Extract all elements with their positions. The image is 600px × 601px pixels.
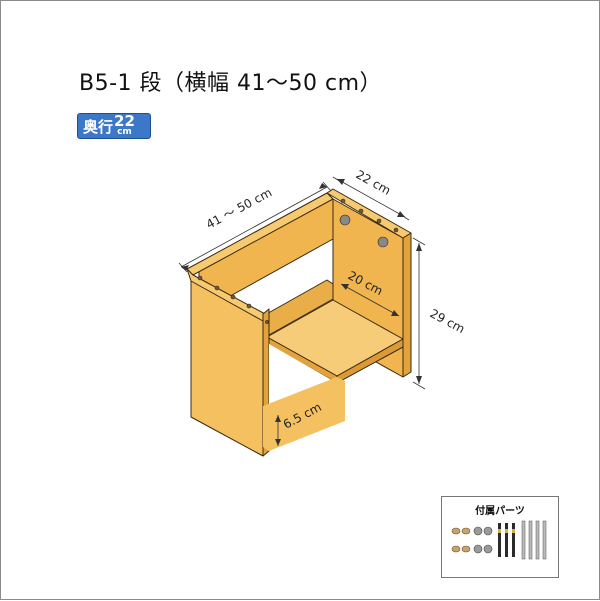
depth-badge-number: 22 cm	[114, 112, 135, 137]
hole	[265, 320, 269, 324]
left-panel-front	[190, 274, 264, 457]
width-dim-line	[180, 186, 328, 268]
hole	[393, 227, 399, 233]
pin-icon	[542, 520, 547, 560]
cam-hole	[339, 214, 351, 226]
cam-hole	[377, 236, 389, 248]
dowel-icon	[461, 527, 471, 535]
product-title: B5-1 段（横幅 41～50 cm）	[79, 71, 383, 96]
depth-badge: 奥行 22 cm	[77, 113, 151, 139]
pin-icon	[528, 520, 533, 560]
parts-illustration	[451, 520, 547, 560]
depth-badge-value: 22	[114, 112, 135, 130]
bolt-icon	[512, 523, 515, 557]
bolt-icon	[498, 523, 501, 557]
width-label: 41 ～ 50 cm	[204, 185, 274, 231]
hole	[376, 218, 382, 224]
inner-depth-dim-line	[340, 283, 400, 317]
right-panel-edge	[402, 232, 412, 378]
depth-badge-unit: cm	[117, 127, 132, 137]
cam-lock-icon	[473, 544, 483, 554]
dowel-icon	[451, 545, 461, 553]
pin-icon	[521, 520, 526, 560]
hole	[197, 275, 203, 281]
cam-lock-icon	[483, 526, 493, 536]
hole	[246, 303, 252, 309]
hole	[230, 294, 236, 300]
pin-icon	[535, 520, 540, 560]
depth-label: 22 cm	[354, 167, 393, 197]
depth-badge-label: 奥行	[83, 117, 114, 136]
bolt-icon	[505, 523, 508, 557]
hole	[214, 285, 220, 291]
included-parts-box: 付属パーツ	[441, 496, 559, 578]
hole	[358, 208, 364, 214]
hole	[340, 198, 346, 204]
height-label: 29 cm	[428, 306, 468, 336]
included-parts-title: 付属パーツ	[475, 506, 525, 517]
dowel-icon	[461, 545, 471, 553]
dowel-icon	[451, 527, 461, 535]
bottom-rail	[263, 377, 345, 451]
cam-lock-icon	[473, 526, 483, 536]
cam-lock-icon	[483, 544, 493, 554]
depth-dim-line	[336, 178, 406, 218]
